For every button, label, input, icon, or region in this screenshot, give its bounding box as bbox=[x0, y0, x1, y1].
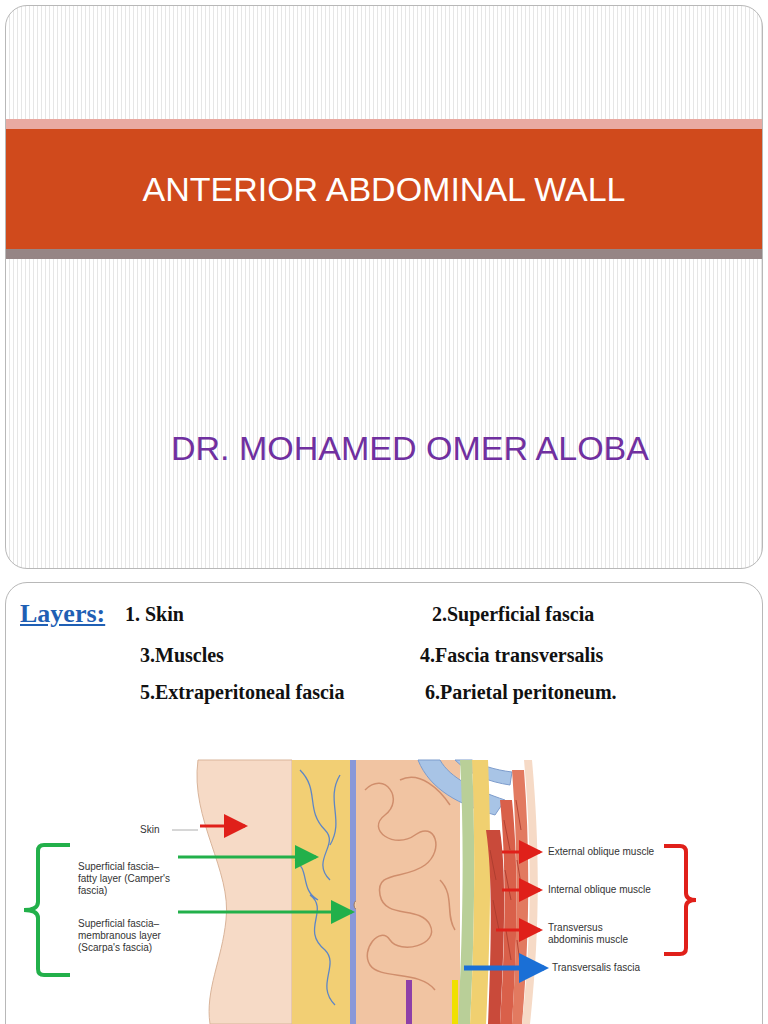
layer-item: 4.Fascia transversalis bbox=[420, 643, 740, 667]
pointer-arrow bbox=[178, 911, 352, 914]
extraperitoneal-fat bbox=[470, 760, 490, 1024]
layer-item: 6.Parietal peritoneum. bbox=[425, 680, 745, 704]
pointer-arrow bbox=[178, 856, 316, 859]
layer-item: 5.Extraperitoneal fascia bbox=[140, 680, 410, 704]
part-label: Internal oblique muscle bbox=[548, 884, 663, 896]
fatty-layer bbox=[292, 760, 350, 1024]
transversus-muscle bbox=[486, 830, 504, 1024]
bowel-loop bbox=[365, 777, 455, 990]
marker-bar bbox=[452, 980, 458, 1024]
group-bracket bbox=[664, 846, 696, 954]
section-heading: Layers: bbox=[20, 598, 130, 629]
accent-stripe bbox=[6, 249, 762, 259]
marker-bar bbox=[406, 980, 412, 1024]
layer-item: 1. Skin bbox=[125, 602, 325, 626]
layer-item: 3.Muscles bbox=[140, 643, 380, 667]
leader-line bbox=[172, 830, 198, 831]
pointer-arrow bbox=[496, 929, 540, 932]
skin bbox=[197, 760, 292, 1024]
slide-title: ANTERIOR ABDOMINAL WALL bbox=[6, 129, 762, 249]
part-label: Superficial fascia– membranous layer (Sc… bbox=[78, 918, 176, 954]
part-label: External oblique muscle bbox=[548, 846, 663, 858]
muscle-fibres bbox=[490, 800, 522, 970]
pointer-arrow bbox=[200, 825, 245, 828]
pointer-arrow bbox=[502, 851, 540, 854]
part-label: Transversalis fascia bbox=[552, 962, 672, 974]
accent-stripe bbox=[6, 119, 762, 129]
intestines bbox=[356, 760, 460, 1024]
part-label: Superficial fascia– fatty layer (Camper'… bbox=[78, 861, 176, 897]
part-label: Transversus abdominis muscle bbox=[548, 922, 643, 946]
pointer-arrow bbox=[502, 889, 540, 892]
skin bbox=[522, 760, 538, 1024]
vein bbox=[295, 770, 340, 1005]
author-name: DR. MOHAMED OMER ALOBA bbox=[110, 428, 710, 469]
pointer-arrow bbox=[464, 966, 544, 971]
title-slide bbox=[5, 5, 763, 569]
peritoneum-layer bbox=[458, 760, 474, 1024]
group-bracket bbox=[24, 845, 70, 975]
part-label: Skin bbox=[140, 824, 170, 836]
membranous-layer bbox=[350, 760, 356, 1024]
layer-item: 2.Superficial fascia bbox=[432, 602, 732, 626]
